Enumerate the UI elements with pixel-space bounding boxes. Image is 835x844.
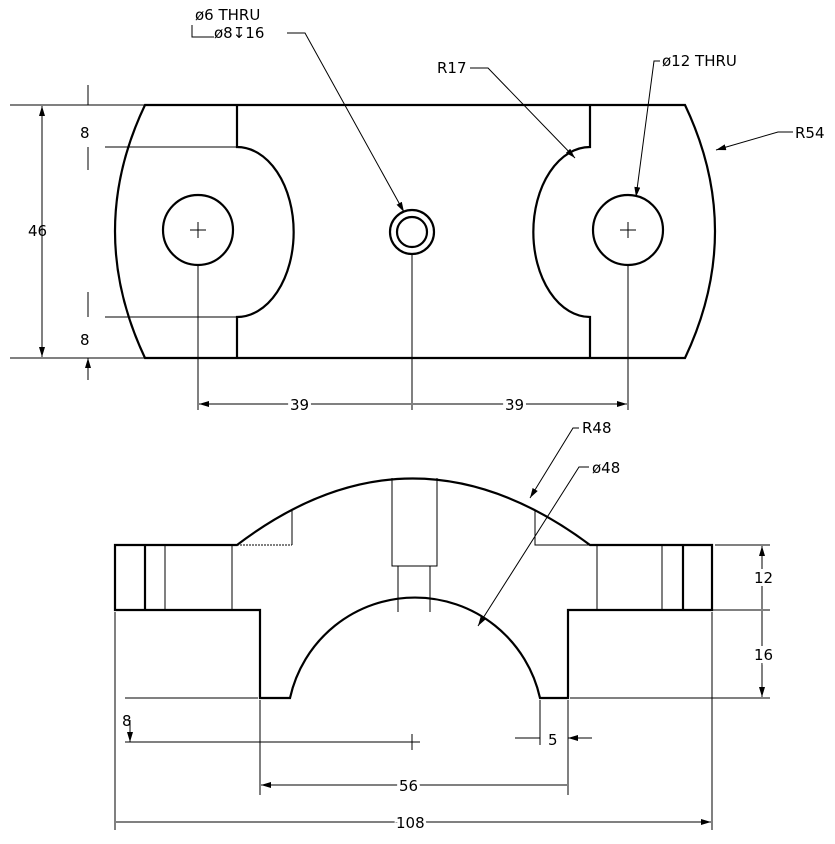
dim-16: 16 xyxy=(754,646,773,664)
r54-label: R54 xyxy=(795,124,825,142)
hole-note-2: ø8↧16 xyxy=(214,24,264,42)
dim-108: 108 xyxy=(396,814,425,832)
top-view: 46 8 8 39 39 ø6 THRU ø8↧16 R17 ø12 THRU … xyxy=(10,6,825,417)
front-outline xyxy=(113,477,714,700)
d48-label: ø48 xyxy=(592,459,620,477)
counterbore-inner xyxy=(395,215,429,249)
dim-39-left: 39 xyxy=(290,396,309,414)
r17-label: R17 xyxy=(437,59,467,77)
dim-46: 46 xyxy=(28,222,47,240)
dim-56: 56 xyxy=(399,777,418,795)
d12-label: ø12 THRU xyxy=(662,52,737,70)
left-recess xyxy=(235,105,295,358)
top-outline xyxy=(114,103,716,360)
dim-8-top: 8 xyxy=(80,124,90,142)
front-view: 12 16 8 5 56 108 R48 ø48 xyxy=(113,419,776,835)
dim-8-bottom: 8 xyxy=(80,331,90,349)
right-recess xyxy=(532,105,592,358)
dim-12: 12 xyxy=(754,569,773,587)
hole-note-1: ø6 THRU xyxy=(195,6,260,24)
dim-8: 8 xyxy=(122,712,132,730)
dim-5: 5 xyxy=(548,731,558,749)
dim-39-right: 39 xyxy=(505,396,524,414)
r48-label: R48 xyxy=(582,419,612,437)
